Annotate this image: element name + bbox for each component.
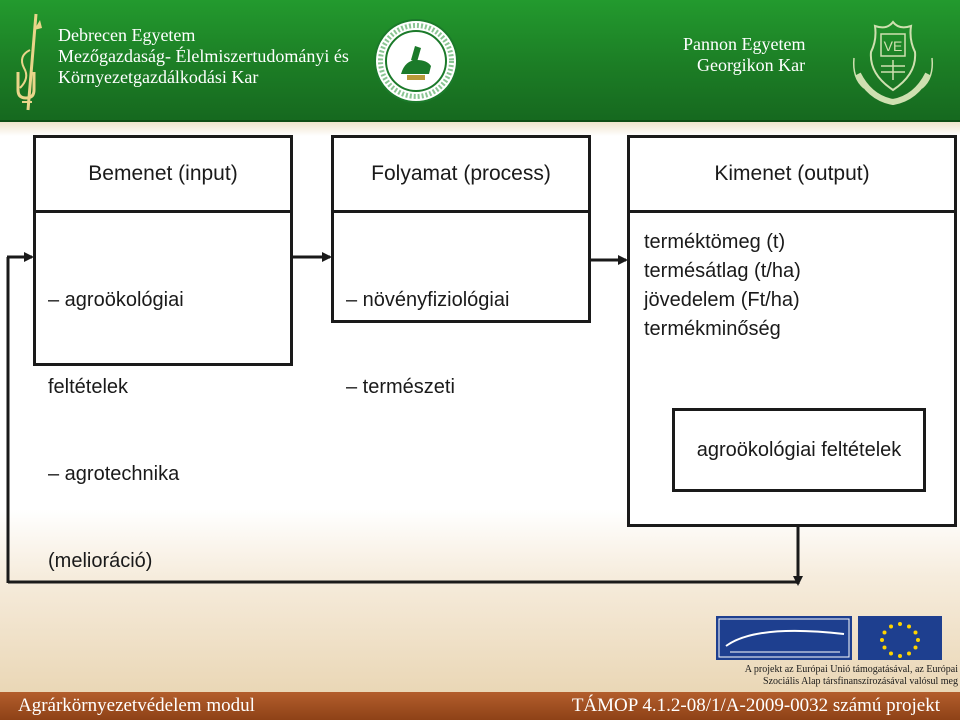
output-item: jövedelem (Ft/ha)	[644, 289, 800, 311]
faint-top-band	[0, 122, 960, 136]
input-item: feltételek	[48, 376, 129, 398]
faculty-seal-icon	[374, 19, 458, 103]
process-box-title: Folyamat (process)	[334, 138, 588, 213]
output-inner-box: agroökológiai feltételek	[672, 408, 926, 492]
uj-magyarorszag-logo-icon	[716, 616, 852, 660]
output-items: terméktömeg (t) termésátlag (t/ha) jöved…	[644, 228, 801, 344]
input-item: – agrotechnika	[48, 463, 180, 485]
footer-bar: Agrárkörnyezetvédelem modul TÁMOP 4.1.2-…	[0, 692, 960, 720]
footer-project-id: TÁMOP 4.1.2-08/1/A-2009-0032 számú proje…	[571, 695, 940, 716]
svg-text:VE: VE	[884, 38, 903, 54]
input-item: – agroökológiai	[48, 289, 184, 311]
input-item: (melioráció)	[48, 550, 153, 572]
footer-module-name: Agrárkörnyezetvédelem modul	[18, 695, 255, 716]
input-box: Bemenet (input) – agroökológiai feltétel…	[33, 135, 293, 572]
output-item: termésátlag (t/ha)	[644, 260, 801, 282]
output-box-title: Kimenet (output)	[630, 138, 954, 213]
input-box-title: Bemenet (input)	[36, 138, 290, 213]
university-right-name: Pannon Egyetem Georgikon Kar	[683, 34, 806, 75]
eu-logos	[716, 616, 942, 660]
output-item: termékminőség	[644, 318, 781, 340]
process-item: – természeti	[346, 376, 455, 398]
process-items: – növényfiziológiai – természeti	[346, 228, 509, 460]
crest-icon: VE	[852, 20, 934, 106]
process-box: Folyamat (process) – növényfiziológiai –…	[331, 135, 591, 398]
header-banner: Debrecen Egyetem Mezőgazdaság- Élelmisze…	[0, 0, 960, 122]
ud-logo-icon	[16, 13, 42, 111]
eu-flag-icon	[858, 616, 942, 660]
process-item: – növényfiziológiai	[346, 289, 510, 311]
eu-funding-note: A projekt az Európai Unió támogatásával,…	[744, 664, 958, 687]
input-items: – agroökológiai feltételek – agrotechnik…	[48, 228, 184, 634]
university-left-name: Debrecen Egyetem Mezőgazdaság- Élelmisze…	[58, 25, 349, 87]
output-item: terméktömeg (t)	[644, 231, 786, 253]
